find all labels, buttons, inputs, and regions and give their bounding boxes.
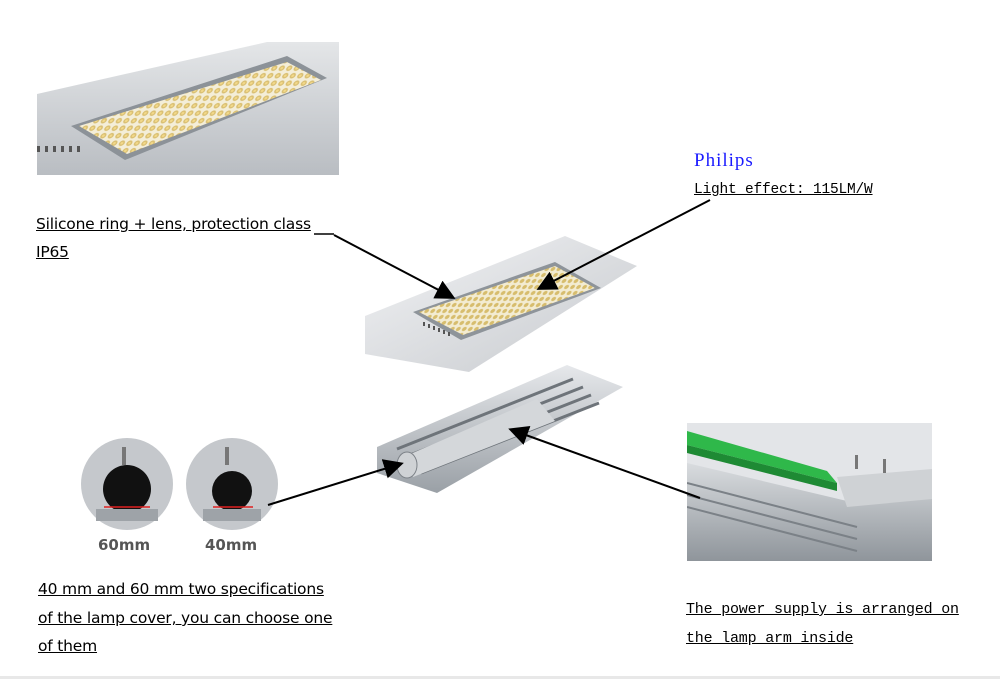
bottom-divider	[0, 676, 1000, 679]
cover-label-line3: of them	[38, 637, 98, 655]
power-label-line1: The power supply is arranged on	[686, 601, 959, 618]
size-40mm-label: 40mm	[205, 536, 258, 554]
lamp-bottom-photo	[377, 365, 623, 493]
lamp-top-photo	[365, 236, 637, 372]
power-supply-photo	[686, 423, 932, 561]
power-label-line2: the lamp arm inside	[686, 630, 854, 647]
size-60mm-label: 60mm	[98, 536, 151, 554]
cover-label-line2: of the lamp cover, you can choose one	[38, 609, 333, 627]
philips-brand: Philips	[694, 150, 754, 171]
cover-label-line1: 40 mm and 60 mm two specifications	[38, 580, 324, 598]
cover-60mm-photo	[80, 437, 174, 531]
cover-40mm-photo	[185, 437, 279, 531]
silicone-label-line1: Silicone ring + lens, protection class	[36, 215, 311, 233]
silicone-label-line2: IP65	[36, 243, 69, 261]
led-module-photo	[37, 42, 339, 175]
light-effect-label: Light effect: 115LM/W	[694, 182, 873, 198]
